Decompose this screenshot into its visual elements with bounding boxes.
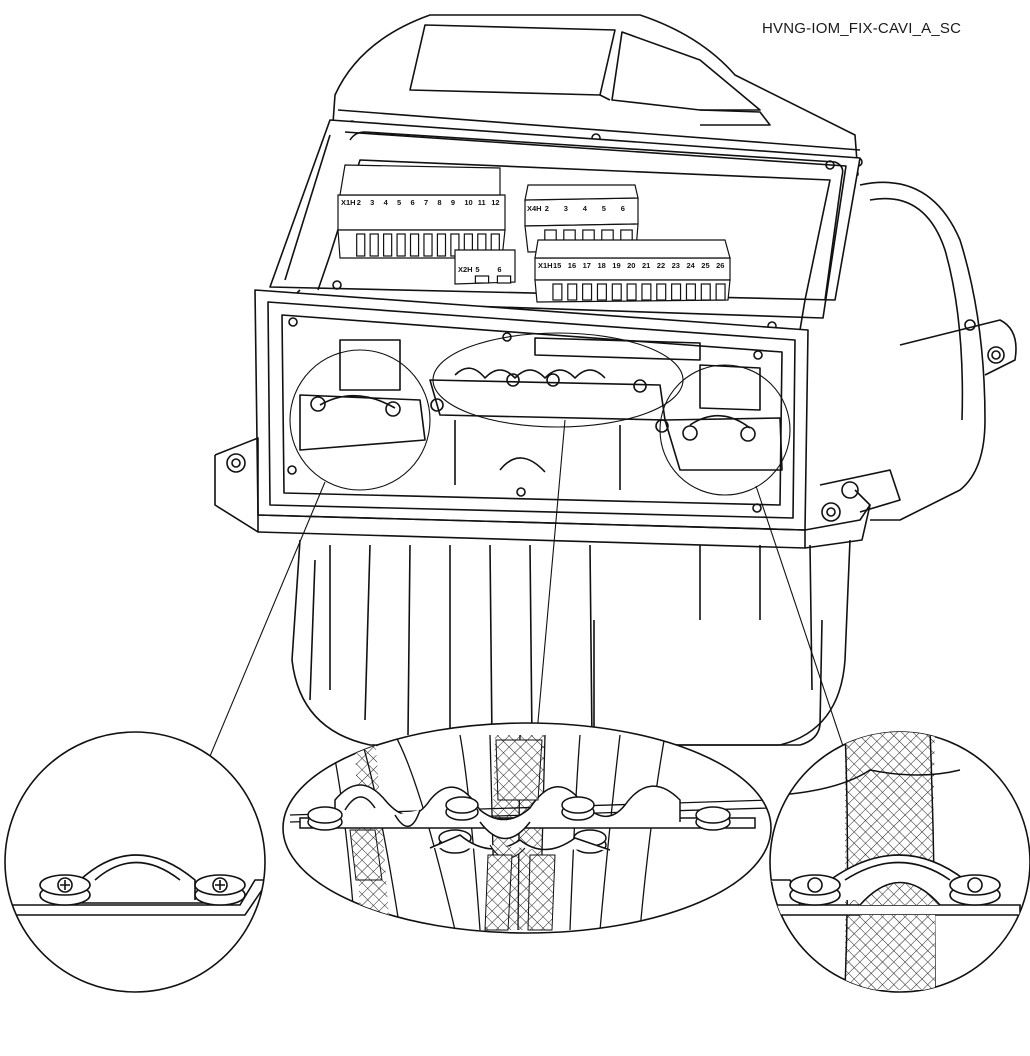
terminal-number: 7 bbox=[424, 198, 428, 207]
terminal-slot bbox=[611, 283, 622, 301]
terminal-blocks bbox=[337, 164, 731, 303]
drawing-code-label: HVNG-IOM_FIX-CAVI_A_SC bbox=[762, 20, 962, 37]
center-cable-clamp-detail bbox=[282, 722, 772, 934]
leader-line-left bbox=[199, 481, 326, 781]
terminal-slot bbox=[436, 233, 447, 257]
terminal-slot bbox=[552, 283, 563, 301]
terminal-slot bbox=[409, 233, 420, 257]
terminal-label-middle: X2H bbox=[458, 265, 473, 274]
terminal-number: 16 bbox=[568, 261, 576, 270]
terminal-slot bbox=[567, 283, 578, 301]
terminal-number: 5 bbox=[475, 265, 479, 274]
terminal-label-left: X1H bbox=[341, 198, 356, 207]
terminal-slot bbox=[383, 233, 393, 257]
terminal-number: 11 bbox=[478, 198, 486, 207]
terminal-number: 18 bbox=[597, 261, 605, 270]
terminal-number: 8 bbox=[437, 198, 441, 207]
terminal-number: 2 bbox=[357, 198, 361, 207]
terminal-slot bbox=[356, 233, 366, 257]
terminal-number: 20 bbox=[627, 261, 635, 270]
terminal-number: 24 bbox=[686, 261, 695, 270]
terminal-slot bbox=[423, 233, 433, 257]
terminal-slot bbox=[685, 283, 696, 301]
terminal-number: 4 bbox=[583, 204, 588, 213]
terminal-number: 17 bbox=[583, 261, 591, 270]
terminal-slot bbox=[474, 275, 490, 284]
terminal-number: 10 bbox=[464, 198, 472, 207]
terminal-number: 19 bbox=[612, 261, 620, 270]
terminal-number: 3 bbox=[370, 198, 374, 207]
terminal-label-right-top: X4H bbox=[527, 204, 542, 213]
terminal-number: 22 bbox=[657, 261, 665, 270]
terminal-slot bbox=[596, 283, 607, 301]
terminal-slot bbox=[641, 283, 652, 301]
terminal-number: 25 bbox=[701, 261, 709, 270]
terminal-slot bbox=[671, 283, 682, 301]
terminal-number: 3 bbox=[564, 204, 568, 213]
terminal-slot bbox=[496, 275, 512, 284]
callout-circle-right bbox=[659, 364, 791, 496]
terminal-slot bbox=[656, 283, 667, 301]
terminal-number: 9 bbox=[451, 198, 455, 207]
terminal-slot bbox=[715, 283, 726, 301]
terminal-number: 23 bbox=[672, 261, 680, 270]
terminal-number: 21 bbox=[642, 261, 650, 270]
terminal-number: 4 bbox=[384, 198, 389, 207]
terminal-number: 12 bbox=[491, 198, 499, 207]
terminal-slot bbox=[626, 283, 637, 301]
terminal-number: 5 bbox=[602, 204, 606, 213]
terminal-label-right-bottom: X1H bbox=[538, 261, 553, 270]
terminal-number: 6 bbox=[621, 204, 625, 213]
left-cable-clamp-detail bbox=[4, 731, 266, 993]
terminal-slot bbox=[396, 233, 406, 257]
right-cable-clamp-detail bbox=[769, 731, 1030, 993]
terminal-number: 15 bbox=[553, 261, 561, 270]
callout-circle-left bbox=[289, 349, 431, 491]
leader-line-right bbox=[755, 485, 856, 783]
detail-callouts bbox=[199, 332, 856, 924]
terminal-slot bbox=[582, 283, 593, 301]
terminal-number: 6 bbox=[411, 198, 415, 207]
terminal-number: 6 bbox=[497, 265, 501, 274]
terminal-slot bbox=[700, 283, 711, 301]
terminal-slot bbox=[369, 233, 379, 257]
terminal-number: 2 bbox=[545, 204, 549, 213]
terminal-number: 26 bbox=[716, 261, 724, 270]
terminal-number: 5 bbox=[397, 198, 401, 207]
